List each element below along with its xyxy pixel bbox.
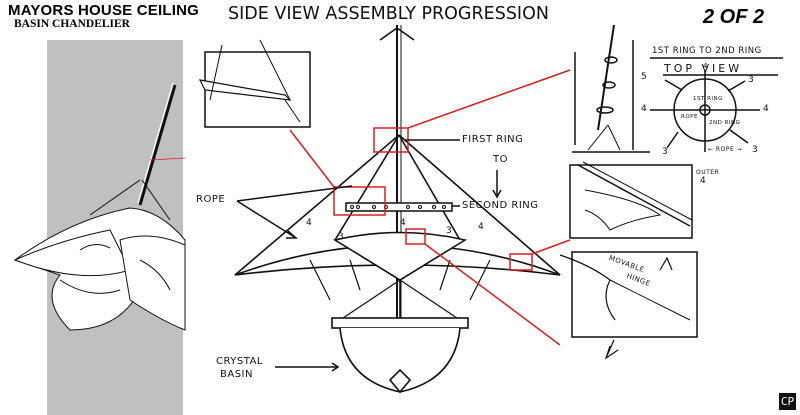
second-ring-label: SECOND RING <box>462 200 539 211</box>
top-view-count-ne: 3 <box>748 75 755 85</box>
top-view-rope-arrow-label: ← ROPE → <box>708 146 743 153</box>
top-view-inner-label: 1ST RING <box>693 96 723 102</box>
top-view-count-sw: 3 <box>662 147 669 157</box>
top-view-outer-note: OUTER <box>696 169 720 176</box>
project-title: MAYORS HOUSE CEILING <box>8 2 199 19</box>
top-view-count-w: 4 <box>641 104 648 114</box>
to-label: TO <box>493 154 508 165</box>
rope-arrow-lower <box>236 200 297 239</box>
top-view-outer-label: 2ND RING <box>709 120 741 126</box>
rope-count-left: 4 <box>306 218 313 228</box>
callout-box-second-ring <box>333 186 386 216</box>
page-indicator: 2 OF 2 <box>703 6 765 28</box>
top-view-count-e: 4 <box>763 104 770 114</box>
detail-movable-hinge <box>559 251 698 360</box>
rope-count-inner-right: 3 <box>446 226 453 236</box>
detail-rope-attachment <box>569 161 693 239</box>
top-view-diagram <box>650 57 783 152</box>
rope-arrow-upper <box>236 185 353 202</box>
artist-logo: CP <box>779 393 796 410</box>
callout-box-hinge <box>405 228 426 245</box>
perspective-chandelier-sketch <box>13 82 186 331</box>
crystal-label: CRYSTAL <box>216 356 263 367</box>
callout-box-outer-tip <box>509 253 533 271</box>
side-view-chandelier <box>234 25 561 394</box>
detail-ring-closeup <box>198 39 311 128</box>
top-view-title: TOP VIEW <box>664 62 743 75</box>
basin-label: BASIN <box>220 369 253 380</box>
top-view-rope-label: ROPE <box>681 114 698 120</box>
top-view-count-n: 4 <box>703 62 708 70</box>
top-view-count-se: 3 <box>752 145 759 155</box>
top-view-count-nw: 5 <box>641 72 648 82</box>
rope-count-inner-left: 3 <box>338 232 345 242</box>
rope-label: ROPE <box>196 194 226 205</box>
annotation-arrows <box>236 139 502 372</box>
asset-name: BASIN CHANDELIER <box>14 18 130 30</box>
top-view-count-outer: 4 <box>700 176 707 186</box>
detail-pole-closeup <box>572 24 650 153</box>
first-ring-label: FIRST RING <box>462 134 524 145</box>
rope-count-center: 4 <box>400 218 407 228</box>
rope-count-right: 4 <box>478 222 485 232</box>
sheet-title: SIDE VIEW ASSEMBLY PROGRESSION <box>228 4 549 24</box>
top-view-heading: 1ST RING TO 2ND RING <box>652 46 762 56</box>
callout-boxes <box>289 69 571 346</box>
